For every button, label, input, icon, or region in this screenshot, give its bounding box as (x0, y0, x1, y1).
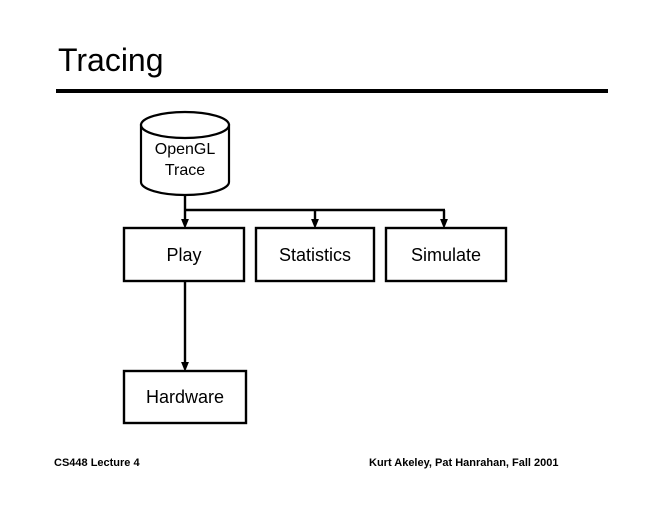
footer-lecture-label: CS448 Lecture 4 (54, 457, 140, 469)
page-title: Tracing (58, 42, 164, 78)
node-simulate-box (384, 226, 508, 283)
node-statistics-box (254, 226, 376, 283)
datastore-cylinder-shape (139, 110, 231, 197)
node-hardware-box (122, 369, 248, 425)
node-play-box (122, 226, 246, 283)
footer-authors-label: Kurt Akeley, Pat Hanrahan, Fall 2001 (369, 457, 559, 469)
title-divider (56, 89, 608, 93)
